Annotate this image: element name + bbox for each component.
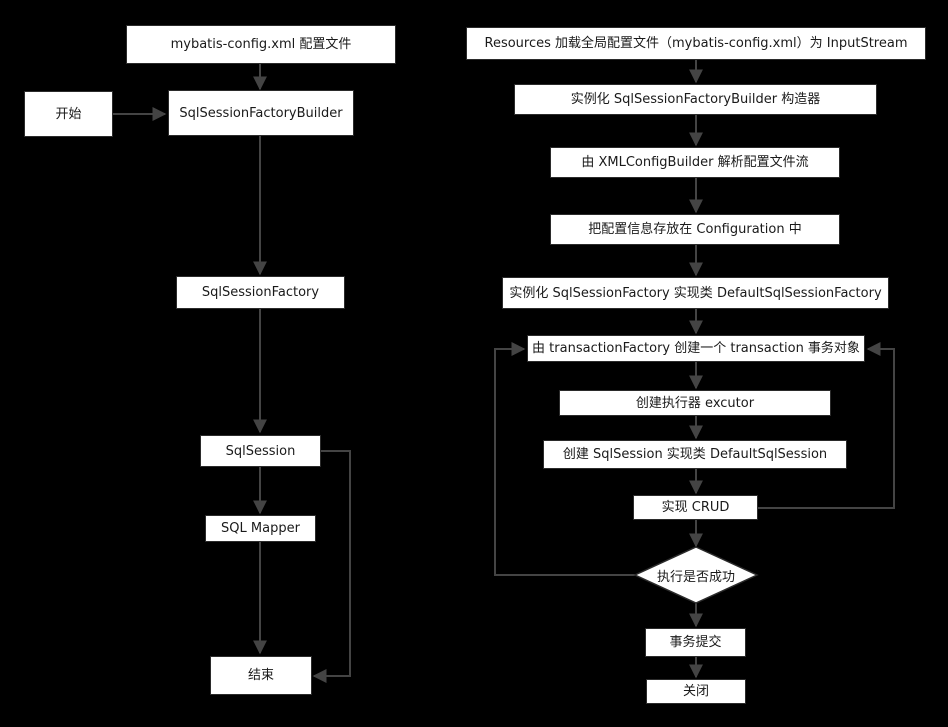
edge-decision-fail-loop-to-transaction (494, 342, 638, 576)
node-sqlsession: SqlSession (200, 435, 321, 467)
node-create-sqlsession: 创建 SqlSession 实现类 DefaultSqlSession (543, 440, 847, 469)
edge-session-bypass-to-end (312, 450, 351, 683)
node-xmlconfigbuilder-parse: 由 XMLConfigBuilder 解析配置文件流 (550, 147, 840, 178)
node-store-configuration: 把配置信息存放在 Configuration 中 (550, 214, 840, 245)
node-end: 结束 (210, 656, 312, 695)
node-sql-mapper: SQL Mapper (205, 515, 316, 542)
node-config-file: mybatis-config.xml 配置文件 (126, 25, 396, 64)
node-instantiate-factory: 实例化 SqlSessionFactory 实现类 DefaultSqlSess… (502, 277, 889, 309)
node-sqlsessionfactory: SqlSessionFactory (176, 276, 345, 309)
node-sqlsessionfactorybuilder: SqlSessionFactoryBuilder (168, 90, 354, 136)
node-load-config-stream: Resources 加载全局配置文件（mybatis-config.xml）为 … (466, 27, 926, 60)
node-crud: 实现 CRUD (633, 495, 758, 520)
node-create-executor: 创建执行器 excutor (559, 390, 831, 416)
node-commit: 事务提交 (645, 628, 746, 657)
edge-crud-loop-to-transaction (758, 342, 895, 509)
decision-diamond (633, 546, 759, 604)
node-instantiate-builder: 实例化 SqlSessionFactoryBuilder 构造器 (514, 84, 877, 115)
decision-label: 执行是否成功 (656, 569, 735, 585)
node-create-transaction: 由 transactionFactory 创建一个 transaction 事务… (527, 335, 865, 362)
node-start: 开始 (24, 91, 113, 137)
node-close: 关闭 (646, 679, 746, 704)
